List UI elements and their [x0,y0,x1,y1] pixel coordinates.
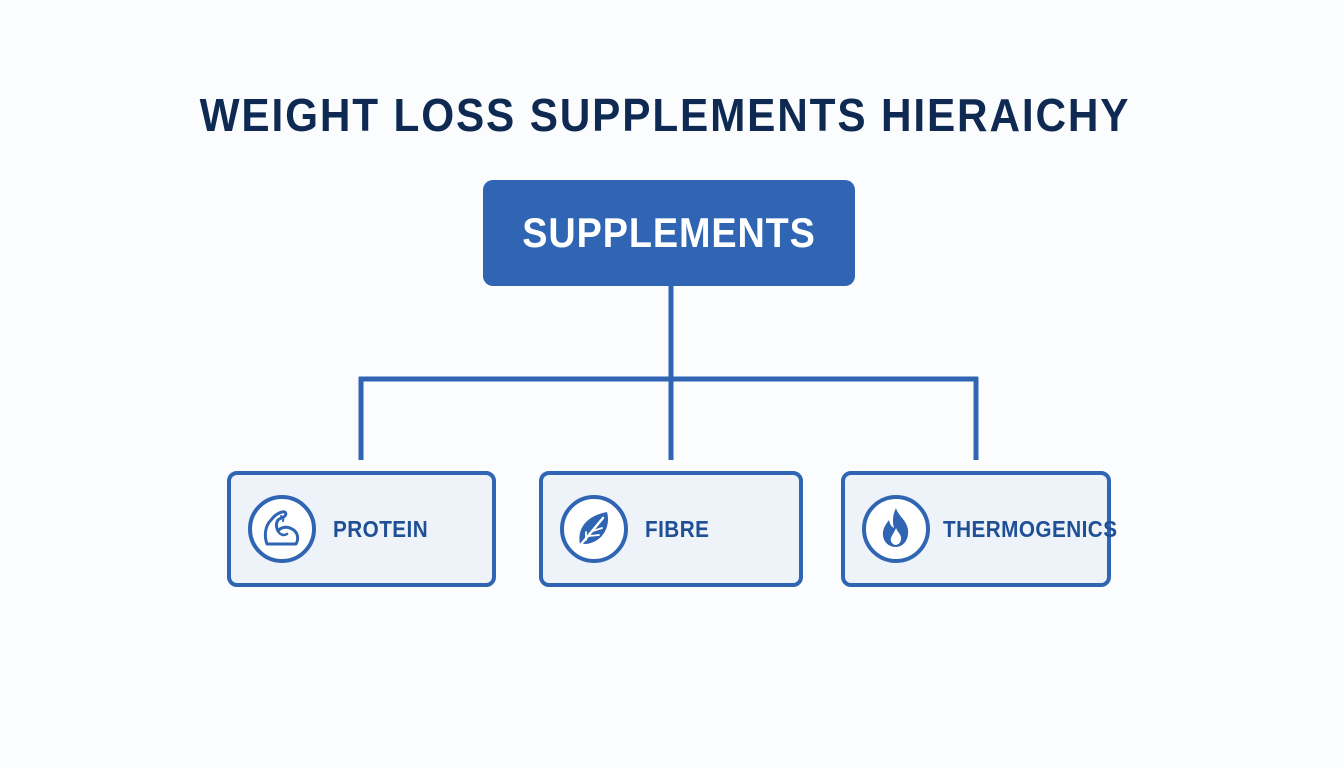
root-node-label: SUPPLEMENTS [522,209,816,256]
flexed-arm-icon [248,495,316,563]
child-node-protein: PROTEIN [227,471,496,587]
child-node-fibre: FIBRE [539,471,803,587]
child-label-fibre: FIBRE [645,515,710,542]
child-label-thermogenics: THERMOGENICS [943,515,1118,542]
root-node-supplements: SUPPLEMENTS [483,180,855,286]
child-label-protein: PROTEIN [333,515,429,542]
leaf-icon [560,495,628,563]
child-node-thermogenics: THERMOGENICS [841,471,1117,587]
diagram-title: WEIGHT LOSS SUPPLEMENTS HIERAICHY [199,89,1131,141]
flame-icon [862,495,930,563]
